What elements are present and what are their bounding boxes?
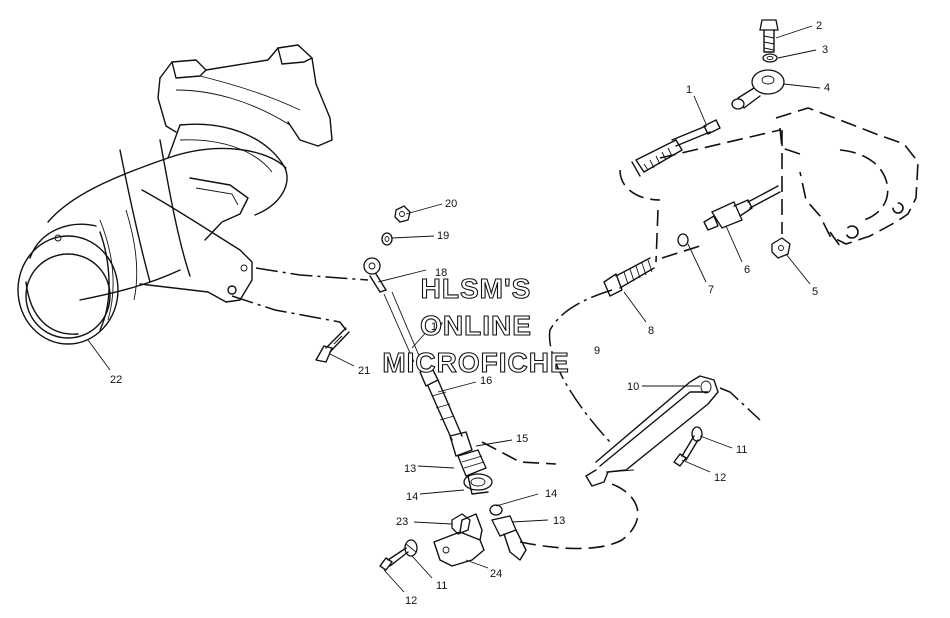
link-line-10-to-4 — [719, 387, 761, 421]
spring-part-8 — [603, 257, 655, 297]
callout-3: 3 — [822, 44, 828, 56]
leader-lines — [87, 25, 821, 593]
fitting-part-6 — [703, 185, 781, 231]
spindle-housing — [619, 107, 919, 263]
callout-10: 10 — [627, 381, 639, 393]
callout-20: 20 — [445, 198, 457, 210]
jam-nut-part-14a — [463, 473, 493, 495]
callout-1: 1 — [686, 84, 692, 96]
tie-rod-end-part-4 — [731, 69, 785, 110]
callout-16: 16 — [480, 375, 492, 387]
cable-line-lower — [519, 483, 639, 550]
callout-12b: 12 — [405, 595, 417, 607]
callout-19: 19 — [437, 230, 449, 242]
rod-part-17 — [383, 291, 421, 363]
callout-2: 2 — [816, 20, 822, 32]
cable-shaft-part-16 — [419, 367, 473, 457]
washer-part-11a — [691, 426, 703, 442]
cable-line-15-to-9 — [481, 441, 557, 465]
washer-part-3 — [762, 53, 778, 63]
callout-11a: 11 — [736, 444, 747, 456]
callout-24: 24 — [490, 568, 502, 580]
link-line-8-to-9 — [548, 289, 613, 443]
washer-part-7 — [677, 233, 689, 247]
bolt-part-2 — [759, 19, 779, 53]
bolt-part-12a — [673, 435, 699, 467]
callout-14b: 14 — [545, 488, 557, 500]
callout-15: 15 — [516, 433, 528, 445]
callout-4: 4 — [824, 82, 830, 94]
watermark-line-3: MICROFICHE — [382, 347, 569, 378]
callout-11b: 11 — [436, 580, 447, 592]
callout-23: 23 — [396, 516, 408, 528]
callout-13b: 13 — [553, 515, 565, 527]
callout-6: 6 — [744, 264, 750, 276]
nut-part-5 — [771, 130, 791, 259]
bracket-part-24 — [433, 513, 485, 567]
callout-7: 7 — [708, 284, 714, 296]
callout-labels: 1 2 3 4 5 6 7 8 9 10 11 12 20 19 18 17 1… — [110, 20, 830, 607]
callout-22: 22 — [110, 374, 122, 386]
rod-end-part-18 — [363, 257, 387, 293]
bolt-part-21 — [315, 327, 350, 363]
watermark-line-1: HLSM'S — [421, 273, 532, 304]
washer-part-19 — [381, 232, 393, 246]
callout-8: 8 — [648, 325, 654, 337]
washer-part-14b — [489, 504, 503, 516]
callout-17: 17 — [431, 321, 443, 333]
cable-end-part-1 — [631, 119, 721, 177]
bolt-part-12b — [379, 547, 409, 571]
housing-part-22 — [17, 44, 333, 345]
callout-9: 9 — [594, 345, 600, 357]
callout-5: 5 — [812, 286, 818, 298]
callout-18: 18 — [435, 267, 447, 279]
callout-14a: 14 — [406, 491, 418, 503]
callout-12a: 12 — [714, 472, 726, 484]
watermark-line-2: ONLINE — [420, 310, 532, 341]
fitting-part-13b — [491, 515, 527, 561]
link-line-22-18 — [255, 267, 369, 281]
callout-13a: 13 — [404, 463, 416, 475]
watermark: HLSM'S ONLINE MICROFICHE — [382, 272, 569, 378]
nut-part-20 — [394, 205, 411, 223]
callout-21: 21 — [358, 365, 370, 377]
link-line-22-21 — [231, 295, 347, 331]
adjuster-nut-part-13a — [457, 449, 487, 477]
bracket-part-10 — [585, 375, 719, 487]
